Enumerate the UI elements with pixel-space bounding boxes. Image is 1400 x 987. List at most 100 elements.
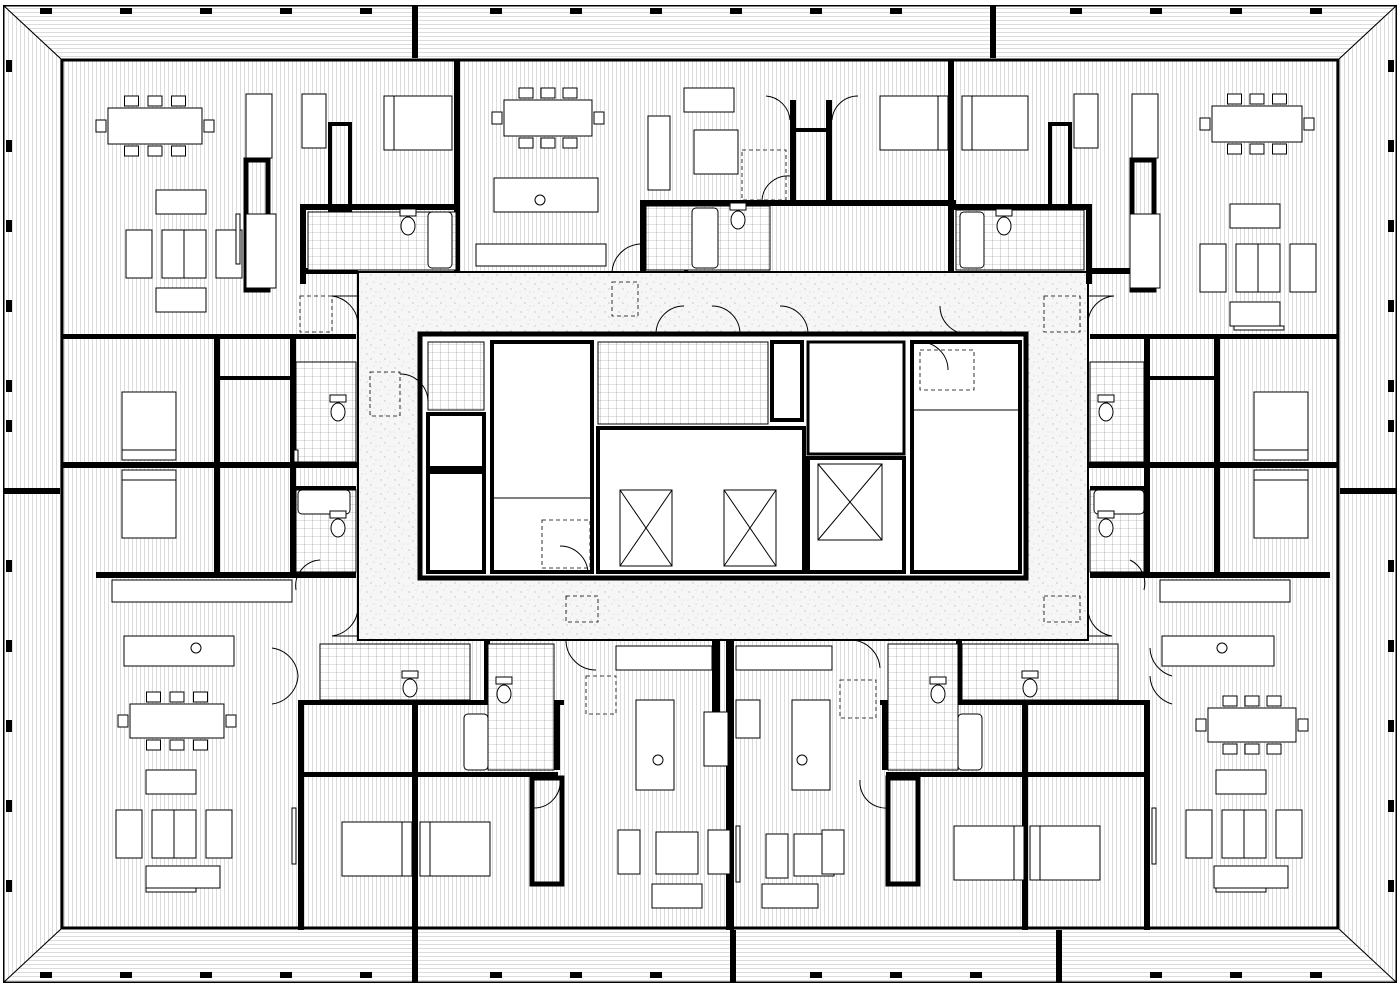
dining-table [117,691,237,751]
balcony-post [1388,220,1394,232]
chair [1199,117,1211,131]
sofa [155,287,207,313]
furniture-piece [647,115,671,191]
sofa [1229,301,1281,327]
chair [1249,93,1265,105]
balcony-post [6,380,12,392]
chair [1222,695,1238,707]
chair [1227,143,1242,155]
chair [193,691,208,703]
furniture-piece [1213,865,1289,889]
balcony-post [6,720,12,732]
chair [124,145,139,157]
chair [1297,718,1309,732]
chair [593,111,605,125]
balcony-post [1388,420,1394,432]
furniture-piece [655,831,699,875]
furniture-piece [651,883,703,909]
balcony-post [490,972,502,978]
balcony-post [730,8,742,14]
chair [1272,143,1287,155]
balcony-post [120,972,132,978]
chair [147,145,163,157]
balcony-post [6,300,12,312]
kitchen-counters [111,93,1291,767]
chair [124,95,139,107]
armchair [1185,809,1213,859]
toilet [995,208,1013,236]
chair [1222,743,1238,755]
balcony-post [6,140,12,152]
furniture-piece [765,833,789,879]
chair [1303,117,1315,131]
chair [117,714,129,728]
doors [271,95,1173,809]
armchair [125,229,153,279]
furniture-piece [693,129,739,175]
armchair [1199,243,1227,293]
toilet [1097,510,1115,538]
partition-walls [62,60,1338,930]
balcony-post [200,972,212,978]
utility-zones [299,149,1081,719]
balcony-posts [6,8,1394,978]
balcony-post [280,8,292,14]
balcony-post [890,8,902,14]
dining-table [491,87,605,149]
balcony-post [360,8,372,14]
furniture-piece [683,87,735,113]
balcony-post [1388,560,1394,572]
sofa [1229,203,1281,229]
sofa [1215,769,1267,795]
toilet [329,394,347,422]
chair [540,87,556,99]
balcony-post [890,972,902,978]
chair [1266,695,1282,707]
sofa [145,769,197,795]
balcony-post [6,800,12,812]
chair [491,111,503,125]
balcony-post [1070,8,1082,14]
balcony-post [1310,8,1322,14]
chair [203,119,215,133]
balcony-post [1310,972,1322,978]
balcony-post [40,8,52,14]
balcony-post [810,972,822,978]
toilet [929,676,947,704]
chair [171,145,186,157]
balcony-post [6,60,12,72]
dining-table [95,95,215,157]
dining-table [1199,93,1315,155]
balcony-post [6,220,12,232]
kitchen-islands [123,93,1275,791]
furniture-piece [145,865,221,889]
armchair [205,809,233,859]
sofa [155,189,207,215]
toilet [729,202,747,230]
balcony-post [200,8,212,14]
armchair [1275,809,1303,859]
balcony-post [1150,972,1162,978]
balcony-post [810,8,822,14]
furniture-piece [617,829,641,875]
balcony-post [6,640,12,652]
balcony-post [360,972,372,978]
chair [169,739,185,751]
chair [1227,93,1242,105]
toilet [329,510,347,538]
chair [1266,743,1282,755]
chair [147,95,163,107]
toilet [1097,394,1115,422]
balcony-post [650,972,662,978]
balcony-post [6,420,12,432]
balcony-post [120,8,132,14]
chair [193,739,208,751]
chair [146,691,161,703]
chair [518,87,534,99]
chair [1244,695,1260,707]
balcony-post [1388,800,1394,812]
lounge-set [125,189,243,313]
balcony-post [40,972,52,978]
balcony-post [280,972,292,978]
balcony-post [6,560,12,572]
